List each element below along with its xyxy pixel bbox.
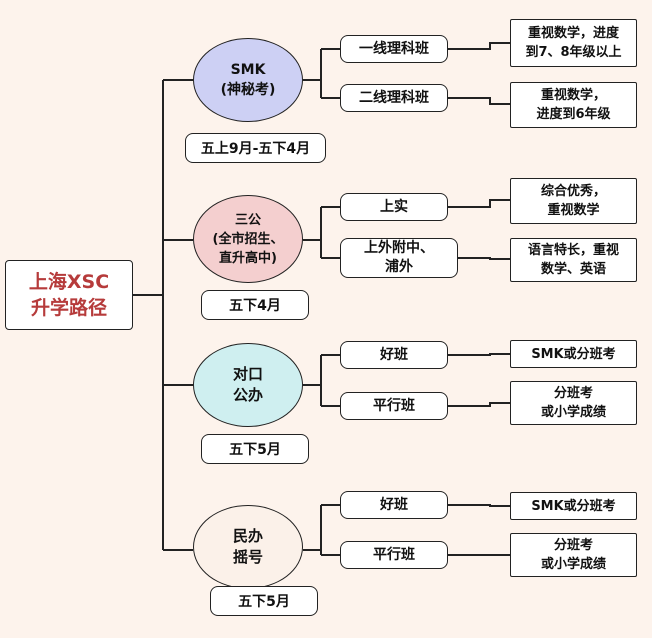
sangong-class-2-note-line1: 语言特长，重视 xyxy=(527,243,619,258)
branch-minban: 民办 摇号 xyxy=(193,505,303,589)
sangong-class-1: 上实 xyxy=(340,193,448,221)
smk-class-1-note: 重视数学，进度 到7、8年级以上 xyxy=(510,19,637,67)
root-title-line2: 升学路径 xyxy=(30,297,107,319)
minban-bracket-line xyxy=(303,504,340,556)
sangong-class-1-note-line2: 重视数学 xyxy=(547,203,600,218)
minban-class-1: 好班 xyxy=(340,491,448,519)
duikou-bracket-line xyxy=(303,354,340,407)
smk-class-2-note: 重视数学， 进度到6年级 xyxy=(510,82,637,128)
minban-class-1-label: 好班 xyxy=(380,496,408,513)
sangong-class-1-note-line1: 综合优秀， xyxy=(540,184,606,199)
smk-class-2-note-line1: 重视数学， xyxy=(540,88,606,103)
branch-sangong-line1: 三公 xyxy=(234,212,261,228)
smk-class-1-note-line1: 重视数学，进度 xyxy=(527,26,619,41)
duikou-class-1-note: SMK或分班考 xyxy=(510,340,637,368)
sangong-class-2: 上外附中、 浦外 xyxy=(340,238,458,278)
branch-smk: SMK (神秘考) xyxy=(193,38,303,122)
branch-minban-line2: 摇号 xyxy=(232,548,263,566)
duikou-class1-note-line xyxy=(448,353,510,356)
branch-smk-date: 五上9月-五下4月 xyxy=(185,133,326,163)
branch-sangong: 三公 (全市招生、 直升高中) xyxy=(193,195,303,283)
sangong-class-2-note-line2: 数学、英语 xyxy=(540,262,606,277)
smk-bracket-line xyxy=(303,48,340,99)
duikou-class-2-note-line2: 或小学成绩 xyxy=(540,405,606,420)
branch-minban-line1: 民办 xyxy=(232,527,263,545)
sangong-class-2-label-line2: 浦外 xyxy=(385,259,413,275)
smk-class-1-note-line2: 到7、8年级以上 xyxy=(525,45,622,60)
sangong-class2-note-line xyxy=(458,257,510,260)
sangong-class-2-label-line1: 上外附中、 xyxy=(364,240,434,256)
smk-class-2: 二线理科班 xyxy=(340,84,448,112)
minban-class-2-note: 分班考 或小学成绩 xyxy=(510,533,637,577)
duikou-class-2: 平行班 xyxy=(340,392,448,420)
branch-smk-line2: (神秘考) xyxy=(220,82,276,98)
root-title-line1: 上海XSC xyxy=(28,271,110,293)
duikou-class2-note-line xyxy=(448,402,510,407)
duikou-class-2-note-line1: 分班考 xyxy=(553,386,593,401)
smk-class-1: 一线理科班 xyxy=(340,35,448,63)
duikou-class-1: 好班 xyxy=(340,341,448,369)
minban-class-2-note-line2: 或小学成绩 xyxy=(540,557,606,572)
minban-class-1-note-line1: SMK或分班考 xyxy=(531,498,616,514)
sangong-class-1-label: 上实 xyxy=(380,198,408,215)
root-node: 上海XSC 升学路径 xyxy=(5,260,133,330)
smk-class-2-note-line2: 进度到6年级 xyxy=(536,107,611,122)
minban-class-1-note: SMK或分班考 xyxy=(510,492,637,520)
duikou-class-2-label: 平行班 xyxy=(373,397,415,414)
sangong-class-1-note: 综合优秀， 重视数学 xyxy=(510,178,637,224)
smk-class1-note-line xyxy=(448,42,510,50)
smk-class2-note-line xyxy=(448,97,510,105)
sangong-class-2-note: 语言特长，重视 数学、英语 xyxy=(510,238,637,282)
branch-sangong-line3: 直升高中) xyxy=(219,250,277,266)
smk-class-1-label: 一线理科班 xyxy=(359,40,429,57)
branch-duikou-line1: 对口 xyxy=(232,365,263,383)
duikou-class-1-note-line1: SMK或分班考 xyxy=(531,346,616,362)
branch-duikou-date: 五下5月 xyxy=(201,434,309,464)
duikou-class-1-label: 好班 xyxy=(380,346,408,363)
branch-sangong-date: 五下4月 xyxy=(201,290,309,320)
smk-class-2-label: 二线理科班 xyxy=(359,89,429,106)
duikou-class-2-note: 分班考 或小学成绩 xyxy=(510,381,637,425)
minban-class1-note-line xyxy=(448,504,510,507)
branch-duikou: 对口 公办 xyxy=(193,343,303,427)
sangong-class1-note-line xyxy=(448,199,510,208)
branch-duikou-line2: 公办 xyxy=(232,386,263,404)
minban-class-2-label: 平行班 xyxy=(373,546,415,563)
minban-class-2: 平行班 xyxy=(340,541,448,569)
minban-class-2-note-line1: 分班考 xyxy=(553,538,593,553)
sangong-bracket-line xyxy=(303,206,340,259)
branch-smk-line1: SMK xyxy=(230,62,266,78)
branch-minban-date: 五下5月 xyxy=(210,586,318,616)
branch-sangong-line2: (全市招生、 xyxy=(212,231,284,247)
